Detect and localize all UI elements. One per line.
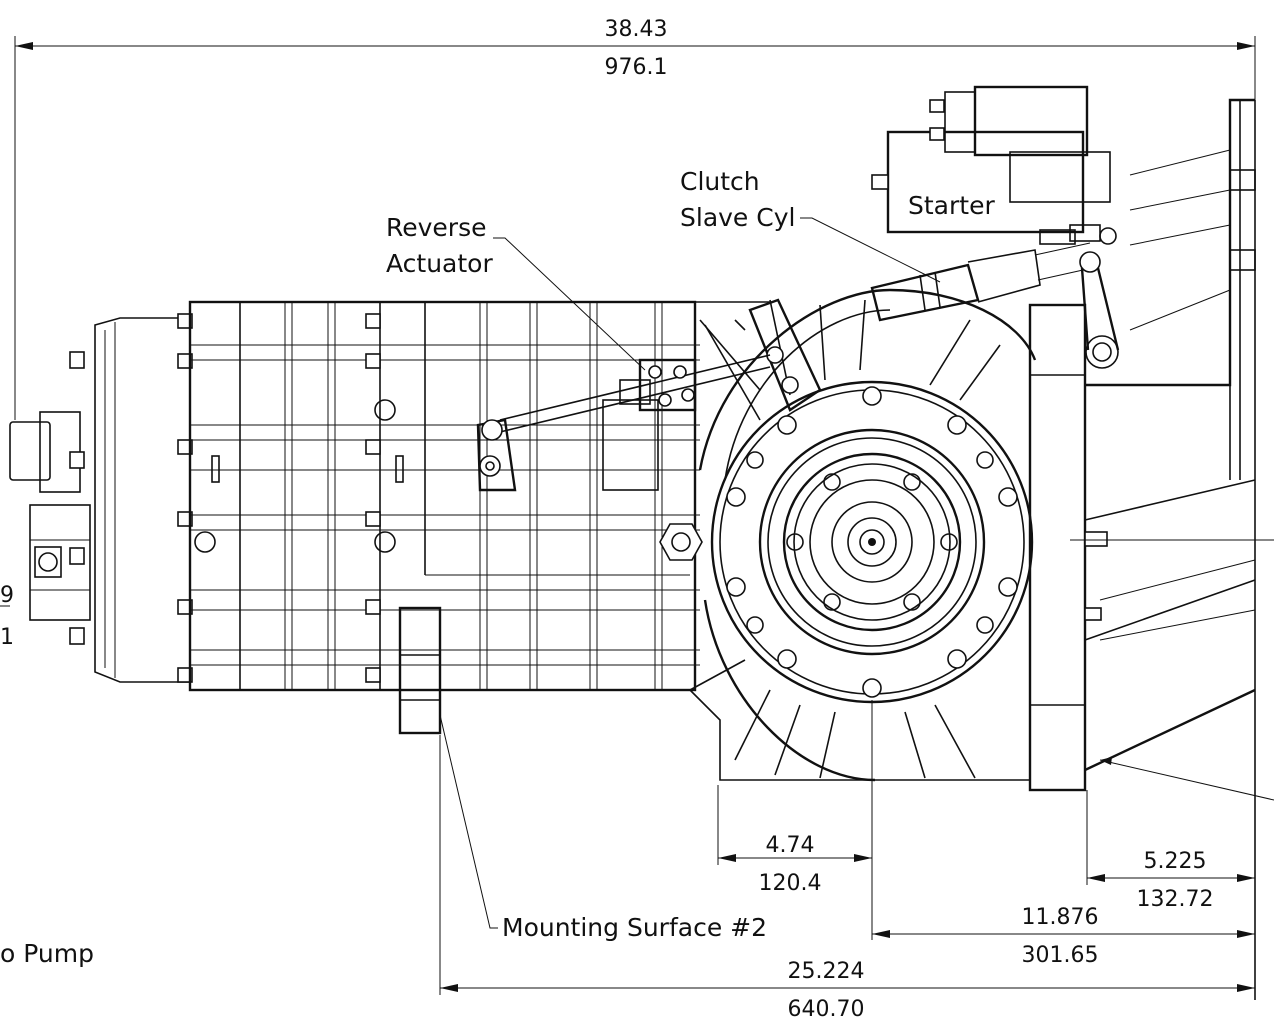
clutch-slave-cylinder [870, 224, 1120, 369]
pump-label-fragment: o Pump [0, 939, 94, 968]
left-fragment-inch: 9 [0, 583, 14, 608]
reverse-actuator-label-line2: Actuator [386, 249, 493, 278]
differential-housing [659, 288, 1037, 782]
housing-ribs [689, 299, 1001, 779]
lower-extension-lines [439, 700, 1088, 995]
mount-offset-dimension: 4.74 120.4 [718, 833, 872, 896]
flange-offset-inch: 5.225 [1144, 849, 1207, 874]
axle-to-face-dimension: 11.876 301.65 [872, 905, 1255, 968]
case-ribs [190, 344, 700, 666]
mounting-block-2 [398, 606, 442, 735]
drain-plug-hex [659, 523, 703, 561]
rear-cover [9, 313, 193, 683]
mount-offset-mm: 120.4 [759, 871, 822, 896]
mount2-to-face-dimension: 25.224 640.70 [440, 959, 1255, 1022]
mount2-to-face-inch: 25.224 [788, 959, 865, 984]
flange-bolts [726, 386, 1018, 698]
case-studs [284, 302, 663, 690]
bellhousing-ribs [1099, 149, 1256, 641]
clutch-slave-label-line2: Slave Cyl [680, 203, 795, 232]
starter-label: Starter [908, 191, 995, 220]
overall-length-mm: 976.1 [605, 55, 668, 80]
left-fragment-dimension: 9 1 [0, 583, 14, 650]
case-bolts [365, 313, 381, 683]
mount-offset-inch: 4.74 [766, 833, 815, 858]
reverse-actuator-label-line1: Reverse [386, 213, 487, 242]
overall-length-inch: 38.43 [605, 17, 668, 42]
axle-to-face-inch: 11.876 [1022, 905, 1099, 930]
flange-offset-dimension: 5.225 132.72 [1087, 849, 1255, 912]
gearbox-case [188, 300, 1030, 781]
overall-length-dimension: 38.43 976.1 [14, 17, 1256, 420]
starter-motor [871, 85, 1111, 245]
bellhousing [1028, 98, 1274, 1000]
mount2-to-face-mm: 640.70 [788, 997, 865, 1022]
mounting-surface-label: Mounting Surface #2 [502, 913, 767, 942]
leader-lines [439, 217, 1274, 929]
left-fragment-mm: 1 [0, 625, 14, 650]
flange-offset-mm: 132.72 [1137, 887, 1214, 912]
rear-cover-bolts [69, 313, 193, 683]
shift-linkage [476, 298, 822, 492]
axle-to-face-mm: 301.65 [1022, 943, 1099, 968]
clutch-slave-label-line1: Clutch [680, 167, 760, 196]
